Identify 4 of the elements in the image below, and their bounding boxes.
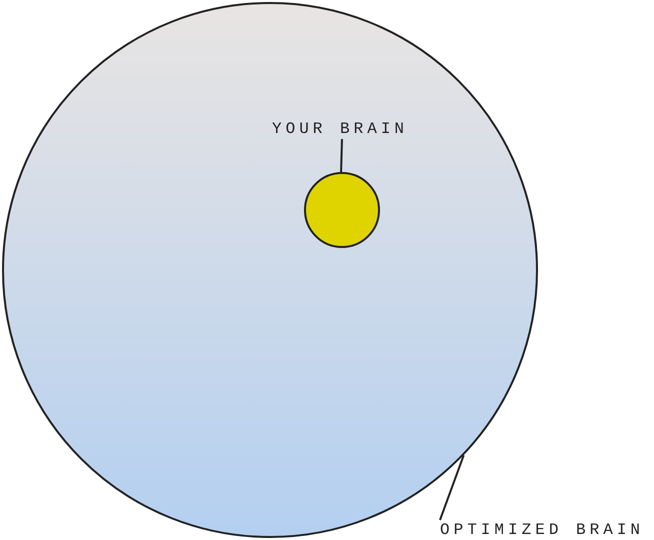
leader-line: [340, 138, 343, 172]
leader-label: OPTIMIZED BRAIN: [440, 518, 644, 540]
leader-label: YOUR BRAIN: [272, 117, 408, 141]
leader-line: [439, 454, 465, 520]
